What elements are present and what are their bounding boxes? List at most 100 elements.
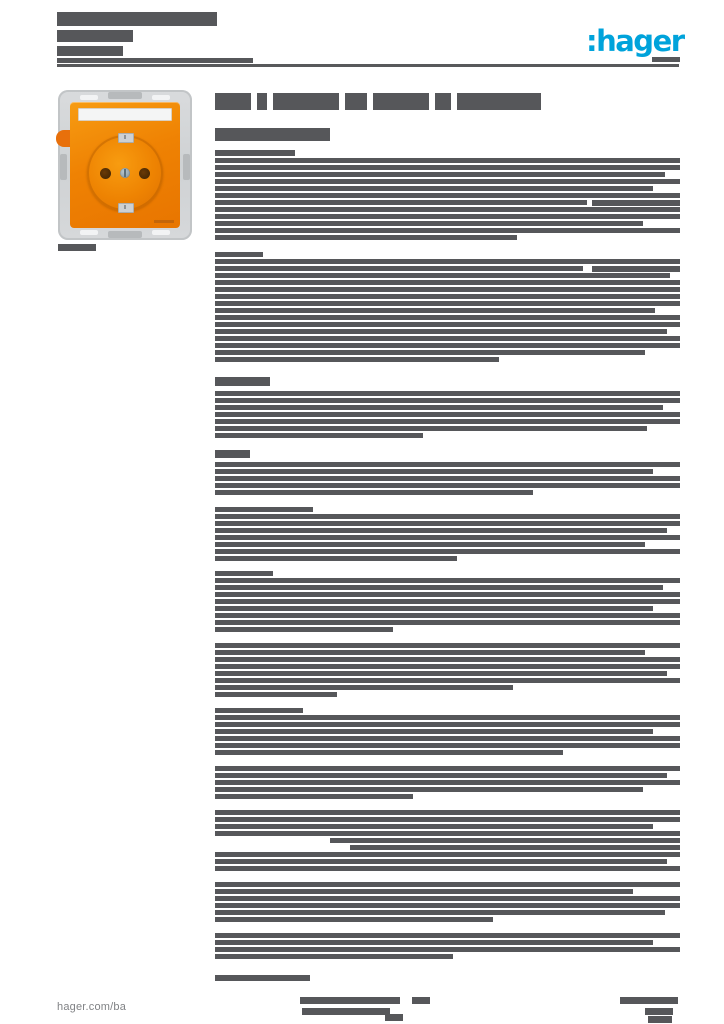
caption-line	[58, 244, 96, 251]
redacted-text-line	[215, 186, 653, 191]
redacted-text-line	[215, 179, 680, 184]
mounting-claw-icon	[108, 231, 142, 238]
redacted-text-line	[215, 824, 653, 829]
redacted-text-line	[215, 810, 680, 815]
center-screw	[120, 168, 130, 178]
redacted-text-line	[215, 172, 665, 177]
redacted-text-line	[215, 150, 295, 156]
frame-slot	[80, 95, 98, 100]
footer-text-line	[302, 1008, 390, 1015]
redacted-text-line	[215, 859, 667, 864]
title-segment	[457, 93, 541, 110]
footer-text-line	[385, 1014, 403, 1021]
mounting-claw-icon	[108, 92, 142, 99]
redacted-text-line	[215, 450, 250, 458]
redacted-text-line	[215, 780, 680, 785]
redacted-text-line	[215, 214, 680, 219]
redacted-text-line	[215, 343, 680, 348]
redacted-text-line	[215, 578, 680, 583]
redacted-text-line	[215, 294, 680, 299]
header-text-line	[57, 30, 133, 42]
labelling-field	[78, 108, 172, 121]
redacted-text-line	[215, 736, 680, 741]
redacted-text-line	[215, 350, 645, 355]
header-text-line	[57, 46, 123, 56]
redacted-text-line	[215, 252, 263, 257]
redacted-text-line	[215, 322, 680, 327]
redacted-text-line	[215, 671, 667, 676]
redacted-text-line	[215, 336, 680, 341]
product-photo	[56, 90, 192, 240]
mounting-claw-icon	[183, 154, 190, 180]
site-link-box: hager.com/ba	[45, 993, 175, 1024]
redacted-text-line	[215, 657, 680, 662]
redacted-text-line	[215, 852, 680, 857]
redacted-text-line	[215, 722, 680, 727]
header-text-line	[57, 12, 217, 26]
redacted-text-line	[215, 940, 653, 945]
redacted-text-line	[215, 831, 680, 836]
schuko-socket	[87, 133, 163, 213]
earth-clip-icon	[118, 133, 134, 143]
redacted-text-line	[215, 507, 313, 512]
redacted-text-line	[215, 357, 499, 362]
socket-hole	[100, 168, 111, 179]
title-segment	[257, 93, 267, 110]
right-aligned-value	[592, 200, 680, 206]
frame-slot	[80, 230, 98, 235]
redacted-text-line	[215, 708, 303, 713]
redacted-text-line	[215, 903, 680, 908]
redacted-text-line	[215, 678, 680, 683]
footer-text-line	[648, 1016, 672, 1023]
mounting-claw-icon	[60, 154, 67, 180]
footer-text-line	[620, 997, 678, 1004]
redacted-text-line	[215, 650, 645, 655]
plate-marking	[154, 220, 174, 223]
redacted-text-line	[215, 954, 453, 959]
title-segment	[345, 93, 367, 110]
redacted-text-line	[215, 715, 680, 720]
redacted-text-line	[215, 391, 680, 396]
redacted-text-line	[215, 606, 653, 611]
redacted-text-line	[215, 412, 680, 417]
redacted-text-line	[215, 266, 583, 271]
footer-text-line	[412, 997, 430, 1004]
redacted-text-line	[215, 514, 680, 519]
redacted-text-line	[215, 287, 680, 292]
redacted-text-line	[215, 128, 330, 141]
redacted-text-line	[215, 301, 680, 306]
redacted-text-line	[215, 910, 665, 915]
redacted-text-line	[215, 476, 680, 481]
redacted-text-line	[215, 599, 680, 604]
site-link[interactable]: hager.com/ba	[57, 1001, 127, 1013]
earth-clip-icon	[118, 203, 134, 213]
redacted-text-line	[215, 766, 680, 771]
redacted-text-line	[215, 787, 643, 792]
title-segment	[373, 93, 429, 110]
redacted-text-line	[215, 433, 423, 438]
socket-cover-plate	[56, 102, 180, 228]
redacted-text-line	[215, 329, 667, 334]
footer-text-line	[645, 1008, 673, 1015]
socket-hole	[139, 168, 150, 179]
redacted-text-line	[215, 917, 493, 922]
redacted-text-line	[215, 750, 563, 755]
redacted-text-line	[215, 685, 513, 690]
redacted-text-line	[215, 692, 337, 697]
redacted-text-line	[215, 866, 680, 871]
orange-side-tab	[56, 130, 70, 147]
hager-logo: :hager	[586, 24, 685, 58]
footer-text-line	[300, 997, 400, 1004]
redacted-text-line	[215, 817, 680, 822]
redacted-text-line	[215, 975, 310, 981]
header-text-line	[652, 57, 680, 62]
redacted-text-line	[215, 627, 393, 632]
redacted-text-line	[215, 613, 680, 618]
redacted-text-line	[215, 398, 680, 403]
redacted-text-line	[215, 664, 680, 669]
redacted-text-line	[215, 933, 680, 938]
redacted-text-line	[215, 556, 457, 561]
redacted-text-line	[215, 549, 680, 554]
redacted-text-line	[330, 838, 680, 843]
